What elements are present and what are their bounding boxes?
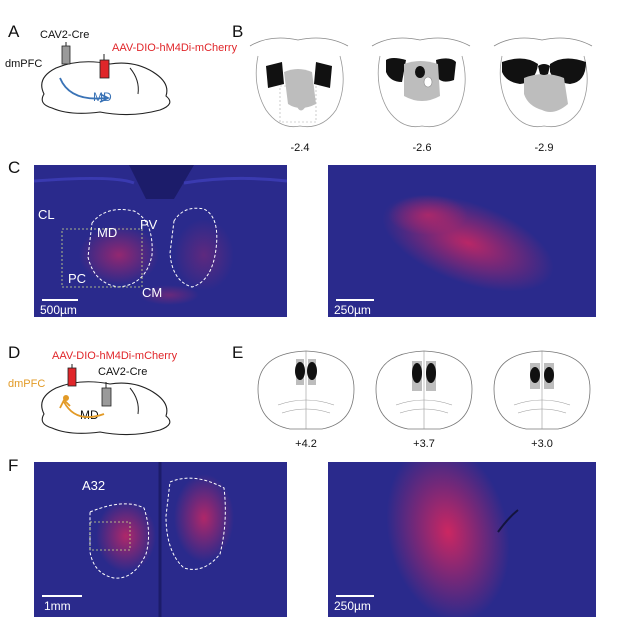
scale-label-c-right: 250µm — [334, 303, 371, 317]
virus-dio-label: AAV-DIO-hM4Di-mCherry — [112, 42, 238, 54]
brain-schematic-a — [41, 42, 171, 116]
micrograph-f-left: A32 1mm — [34, 462, 287, 617]
scale-label-c-left: 500µm — [40, 303, 77, 317]
region-label-a32: A32 — [82, 478, 105, 493]
target-region-label-d: MD — [80, 408, 99, 422]
atlas-section-b1 — [249, 37, 349, 128]
scale-label-f-right: 250µm — [334, 599, 371, 613]
source-region-label: dmPFC — [5, 58, 43, 70]
virus-retro-label: CAV2-Cre — [40, 29, 90, 41]
region-label-pc: PC — [68, 271, 86, 286]
scale-label-f-left: 1mm — [44, 599, 71, 613]
virus-dio-label-d: AAV-DIO-hM4Di-mCherry — [52, 350, 178, 362]
region-label-pv: PV — [140, 217, 158, 232]
coord-b1: -2.4 — [290, 142, 310, 154]
coord-e2: +3.7 — [413, 438, 435, 450]
brain-schematic-d — [41, 364, 171, 436]
micrograph-f-right: 250µm — [328, 462, 596, 617]
atlas-sections-e — [257, 350, 591, 430]
micrograph-c-left: CL MD PV PC CM 500µm — [34, 165, 287, 317]
micrograph-c-right: 250µm — [328, 165, 596, 317]
atlas-section-b2 — [371, 37, 471, 128]
region-label-cm: CM — [142, 285, 162, 300]
region-label-cl: CL — [38, 207, 55, 222]
coord-e3: +3.0 — [531, 438, 553, 450]
atlas-sections-b — [249, 37, 593, 128]
atlas-section-e1 — [257, 350, 355, 430]
atlas-section-e2 — [375, 350, 473, 430]
atlas-section-e3 — [493, 350, 591, 430]
source-region-label-d: dmPFC — [8, 378, 46, 390]
panel-c-label: C — [8, 158, 21, 177]
panel-f-label: F — [8, 456, 19, 475]
region-label-md: MD — [97, 225, 117, 240]
coord-e1: +4.2 — [295, 438, 317, 450]
panel-a-label: A — [8, 22, 20, 41]
coord-b2: -2.6 — [412, 142, 432, 154]
panel-d-label: D — [8, 343, 21, 362]
virus-retro-label-d: CAV2-Cre — [98, 366, 148, 378]
atlas-section-b3 — [493, 37, 593, 128]
coord-b3: -2.9 — [534, 142, 554, 154]
panel-b-label: B — [232, 22, 244, 41]
target-region-label: MD — [93, 90, 112, 104]
panel-e-label: E — [232, 343, 244, 362]
